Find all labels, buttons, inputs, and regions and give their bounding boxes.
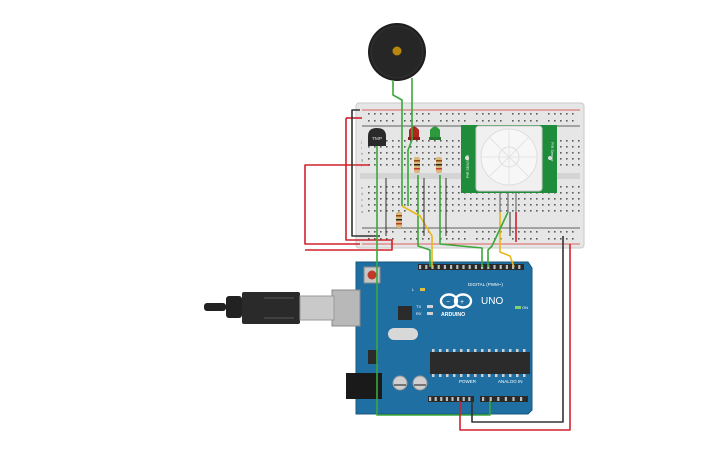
row-letter: i (361, 145, 362, 150)
tx-label: TX (416, 304, 421, 309)
usb-port (331, 289, 361, 327)
crystal (388, 328, 418, 340)
tx-led (427, 305, 433, 308)
wire-green-pir (487, 211, 509, 267)
wire-red-5v (459, 244, 571, 431)
pir-label-right: PIR Sensor (550, 142, 554, 162)
pir-label-left: PIR SENSOR (466, 154, 470, 178)
digital-header-label: DIGITAL (PWM~) (468, 282, 503, 287)
arduino-uno-board[interactable]: DIGITAL (PWM~) − + ARDUINO UNO L TX RX O… (331, 261, 533, 415)
usb-chip (398, 306, 412, 320)
capacitor (412, 375, 428, 391)
wire-green-buzzer-1 (392, 80, 403, 206)
temperature-sensor[interactable]: TMP (368, 128, 386, 146)
temp-sensor-label: TMP (372, 136, 382, 142)
reset-button-cap[interactable] (367, 270, 377, 280)
regulator (368, 350, 378, 364)
analog-label: ANALOG IN (498, 379, 523, 384)
power-label: POWER (459, 379, 477, 384)
power-jack (346, 373, 382, 399)
atmega-chip (430, 352, 530, 374)
analog-header (480, 396, 528, 402)
wire-green-led-1 (417, 175, 431, 267)
row-letter: g (361, 157, 363, 162)
wire-green-temp-a0 (376, 146, 491, 416)
digital-header (418, 264, 524, 270)
row-letter: j (360, 139, 362, 144)
on-label: ON (522, 305, 528, 310)
row-letter: c (361, 197, 363, 202)
wire-green-led-2 (439, 175, 483, 267)
wire-red-5v-left (304, 164, 370, 245)
usb-cable (204, 292, 335, 324)
pir-sensor[interactable]: PIR SENSOR PIR Sensor (461, 125, 557, 212)
arduino-model-text: UNO (481, 296, 503, 307)
resistor-2[interactable] (436, 157, 442, 173)
l-led-label: L (412, 287, 415, 292)
row-letter: b (361, 203, 364, 208)
l-led (420, 288, 425, 291)
wire-yellow-buzzer (401, 205, 433, 267)
wires (304, 78, 571, 431)
rx-led (427, 312, 433, 315)
wire-black-gnd-left (351, 109, 380, 237)
wire-black-gnd (471, 236, 564, 423)
row-letter: d (361, 191, 363, 196)
arduino-brand-text: ARDUINO (441, 312, 465, 318)
wire-green-buzzer-2 (407, 78, 413, 206)
svg-text:−: − (446, 299, 450, 306)
on-led (515, 306, 521, 309)
wire-yellow-pir (499, 212, 515, 268)
row-letter: a (361, 209, 364, 214)
green-led[interactable] (429, 126, 441, 141)
power-header (428, 396, 474, 402)
capacitor (392, 375, 408, 391)
piezo-buzzer[interactable] (368, 23, 426, 81)
rx-label: RX (416, 311, 422, 316)
svg-text:+: + (460, 299, 464, 306)
resistor-1[interactable] (414, 157, 420, 173)
resistor-3[interactable] (396, 212, 402, 228)
wire-red-rail-left (305, 118, 393, 251)
row-letter: h (361, 151, 363, 156)
arduino-logo: − + (439, 293, 473, 309)
row-letter: e (361, 185, 364, 190)
